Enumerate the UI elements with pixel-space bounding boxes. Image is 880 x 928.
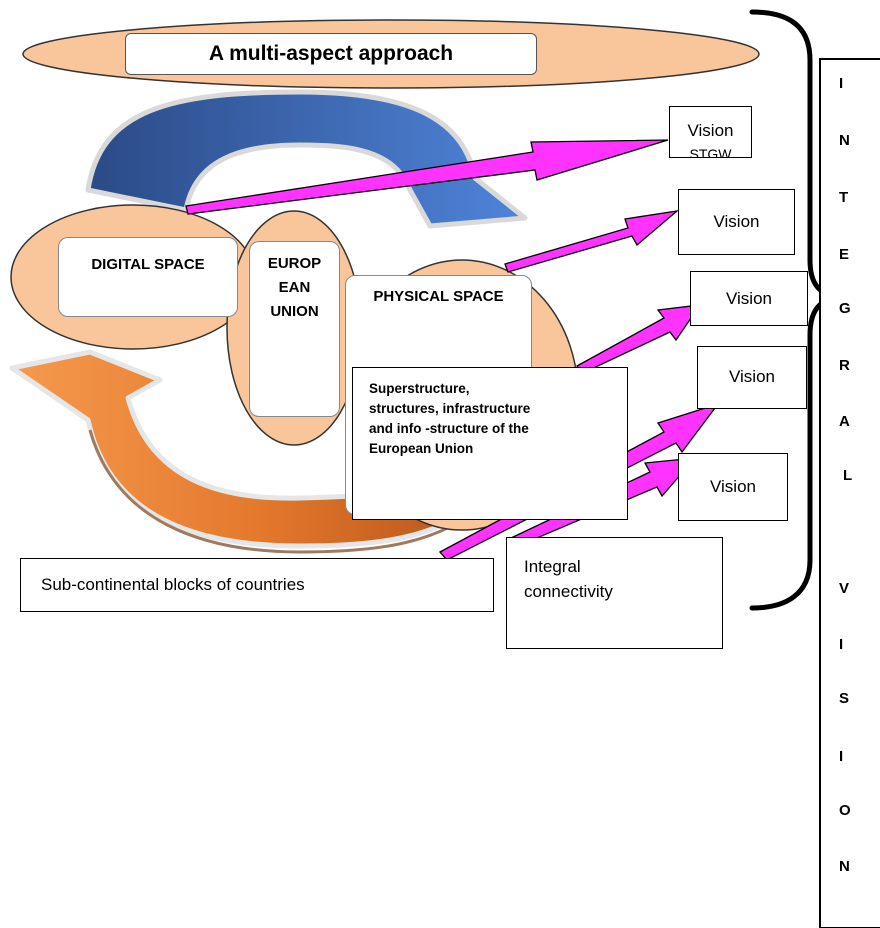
- pink-arrow-2: [504, 210, 680, 273]
- integral-vision-letter: T: [839, 189, 849, 206]
- vision-label-4: Vision: [729, 367, 775, 386]
- structures-line: and info -structure of the: [369, 421, 529, 436]
- integral-vision-letter: L: [843, 467, 853, 484]
- structures-line: European Union: [369, 441, 474, 456]
- structures-box: Superstructure, structures, infrastructu…: [352, 367, 628, 520]
- vision-box-1: Vision STGW: [669, 106, 752, 158]
- vision-label-3: Vision: [726, 288, 772, 308]
- integral-connectivity-box: Integral connectivity: [506, 537, 723, 649]
- structures-line: Superstructure,: [369, 381, 470, 396]
- integral-line: connectivity: [524, 582, 613, 601]
- structures-line: structures, infrastructure: [369, 401, 531, 416]
- integral-vision-letter: I: [839, 748, 844, 765]
- vision-label-2: Vision: [713, 212, 760, 231]
- vision-label-1: Vision: [687, 121, 734, 140]
- integral-vision-letter: V: [839, 580, 850, 597]
- vision-box-3: Vision: [690, 271, 808, 326]
- sub-continental-box: Sub-continental blocks of countries: [20, 558, 494, 612]
- integral-vision-column: [819, 58, 880, 928]
- integral-vision-letter: E: [839, 246, 850, 263]
- integral-line: Integral: [524, 557, 581, 576]
- integral-vision-letter: G: [839, 300, 851, 317]
- integral-vision-letter: A: [839, 413, 850, 430]
- vision-box-5: Vision: [678, 453, 788, 521]
- eu-line: EAN: [278, 279, 311, 296]
- eu-line: EUROP: [267, 255, 322, 272]
- integral-vision-letter: N: [839, 858, 850, 875]
- eu-line: UNION: [270, 303, 319, 320]
- integral-vision-letter: S: [839, 690, 850, 707]
- vision-label-5: Vision: [710, 477, 756, 496]
- vision-box-4: Vision: [697, 346, 807, 409]
- vision-box-2: Vision: [678, 189, 795, 255]
- eu-label: EUROP EAN UNION: [249, 241, 340, 417]
- physical-space-text: PHYSICAL SPACE: [373, 288, 504, 305]
- pink-arrow-1: [185, 139, 669, 215]
- integral-vision-letter: O: [839, 802, 851, 819]
- digital-space-text: DIGITAL SPACE: [91, 256, 205, 273]
- integral-vision-letter: I: [839, 636, 844, 653]
- integral-vision-letter: R: [839, 357, 850, 374]
- integral-vision-letter: I: [839, 75, 844, 92]
- title-box: A multi-aspect approach: [125, 33, 537, 75]
- orange-arrow-shadow: [88, 429, 471, 554]
- diagram-canvas: A multi-aspect approach DIGITAL SPACE EU…: [9, 9, 880, 928]
- pink-arrow-3: [575, 304, 702, 374]
- vision-cut-text: STGW: [689, 146, 732, 158]
- integral-vision-letter: N: [839, 132, 850, 149]
- digital-space-label: DIGITAL SPACE: [58, 237, 238, 317]
